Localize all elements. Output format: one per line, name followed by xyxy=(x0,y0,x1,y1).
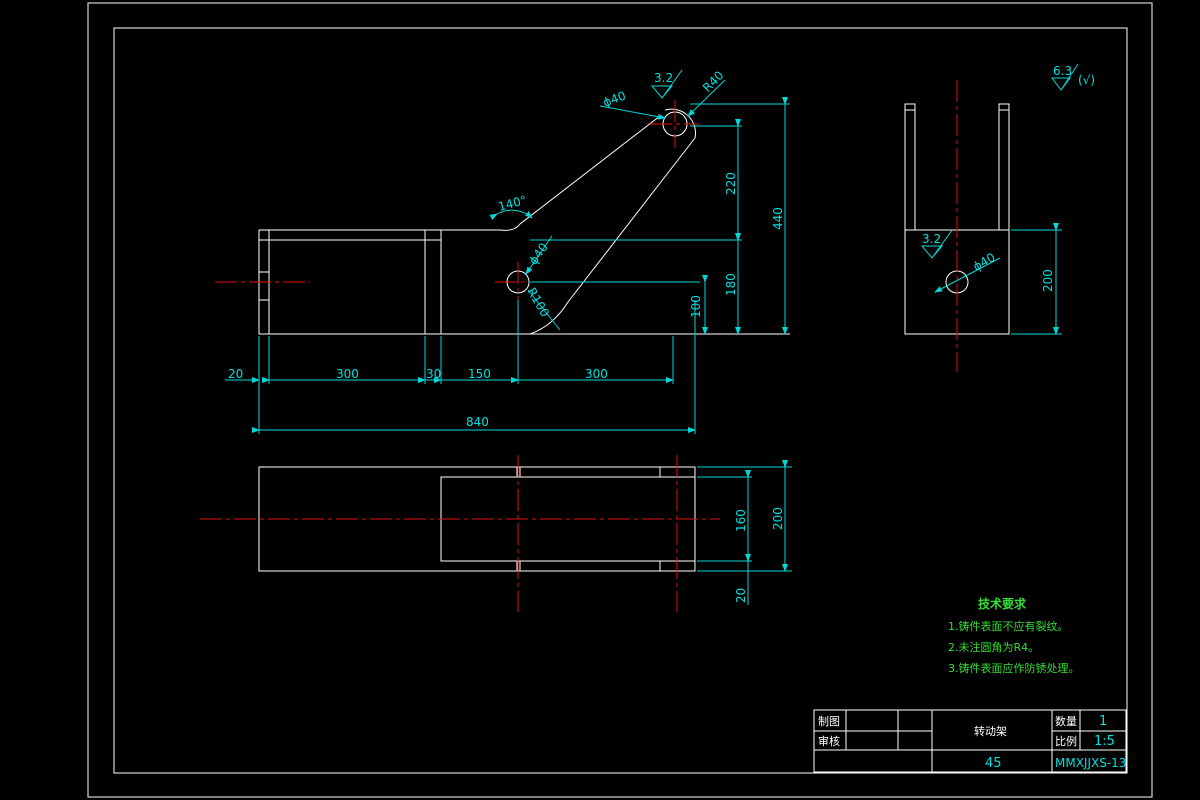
dim-20-bottom: 20 xyxy=(734,588,748,603)
dim-180: 180 xyxy=(724,273,738,296)
side-view-dimensions: 200 ϕ40 3.2 6.3 (√) xyxy=(920,63,1095,335)
checked-label: 审核 xyxy=(818,734,840,748)
dim-220: 220 xyxy=(724,172,738,195)
qty-value: 1 xyxy=(1099,714,1107,729)
drawing-number: MMXJJXS-13 xyxy=(1055,756,1126,770)
roughness-general: 6.3 xyxy=(1053,64,1072,78)
material: 45 xyxy=(985,756,1002,771)
angle-140: 140° xyxy=(497,193,529,214)
part-name: 转动架 xyxy=(974,724,1007,738)
roughness-general-suffix: (√) xyxy=(1078,73,1095,87)
scale-value: 1:5 xyxy=(1094,734,1115,749)
technical-notes: 技术要求 1.铸件表面不应有裂纹。 2.未注圆角为R4。 3.铸件表面应作防锈处… xyxy=(948,596,1080,675)
dia40-mid: ϕ40 xyxy=(526,240,551,267)
note-1: 1.铸件表面不应有裂纹。 xyxy=(948,619,1069,633)
dim-100: 100 xyxy=(689,295,703,318)
dim-840: 840 xyxy=(466,415,489,429)
note-2: 2.未注圆角为R4。 xyxy=(948,640,1039,654)
front-view xyxy=(215,100,790,335)
top-view-dimensions: 160 200 20 xyxy=(697,460,792,605)
dim-200-side: 200 xyxy=(1041,269,1055,292)
radius-100: R100 xyxy=(524,285,552,319)
dim-20-left: 20 xyxy=(228,367,243,381)
dim-300-right: 300 xyxy=(585,367,608,381)
qty-label: 数量 xyxy=(1055,715,1077,728)
top-view xyxy=(200,455,720,612)
dim-300-left: 300 xyxy=(336,367,359,381)
roughness-side-hole: 3.2 xyxy=(922,232,941,246)
side-view xyxy=(904,80,1010,372)
roughness-top-hole: 3.2 xyxy=(654,71,673,85)
drawing-frame xyxy=(87,2,1153,798)
scale-label: 比例 xyxy=(1055,734,1077,748)
front-view-dimensions: 20 300 30 150 300 840 220 440 180 100 14… xyxy=(225,68,790,434)
radius-40: R40 xyxy=(700,68,727,95)
dim-440: 440 xyxy=(771,207,785,230)
dia40-top: ϕ40 xyxy=(601,89,628,110)
dim-200-top: 200 xyxy=(771,507,785,530)
dim-150: 150 xyxy=(468,367,491,381)
note-3: 3.铸件表面应作防锈处理。 xyxy=(948,661,1080,675)
dim-160: 160 xyxy=(734,509,748,532)
title-block: 制图 审核 转动架 45 数量 1 比例 1:5 MMXJJXS-13 xyxy=(813,709,1127,773)
dim-30: 30 xyxy=(426,367,441,381)
dia40-side: ϕ40 xyxy=(971,250,998,274)
drawn-label: 制图 xyxy=(818,715,840,728)
notes-title: 技术要求 xyxy=(978,596,1027,611)
